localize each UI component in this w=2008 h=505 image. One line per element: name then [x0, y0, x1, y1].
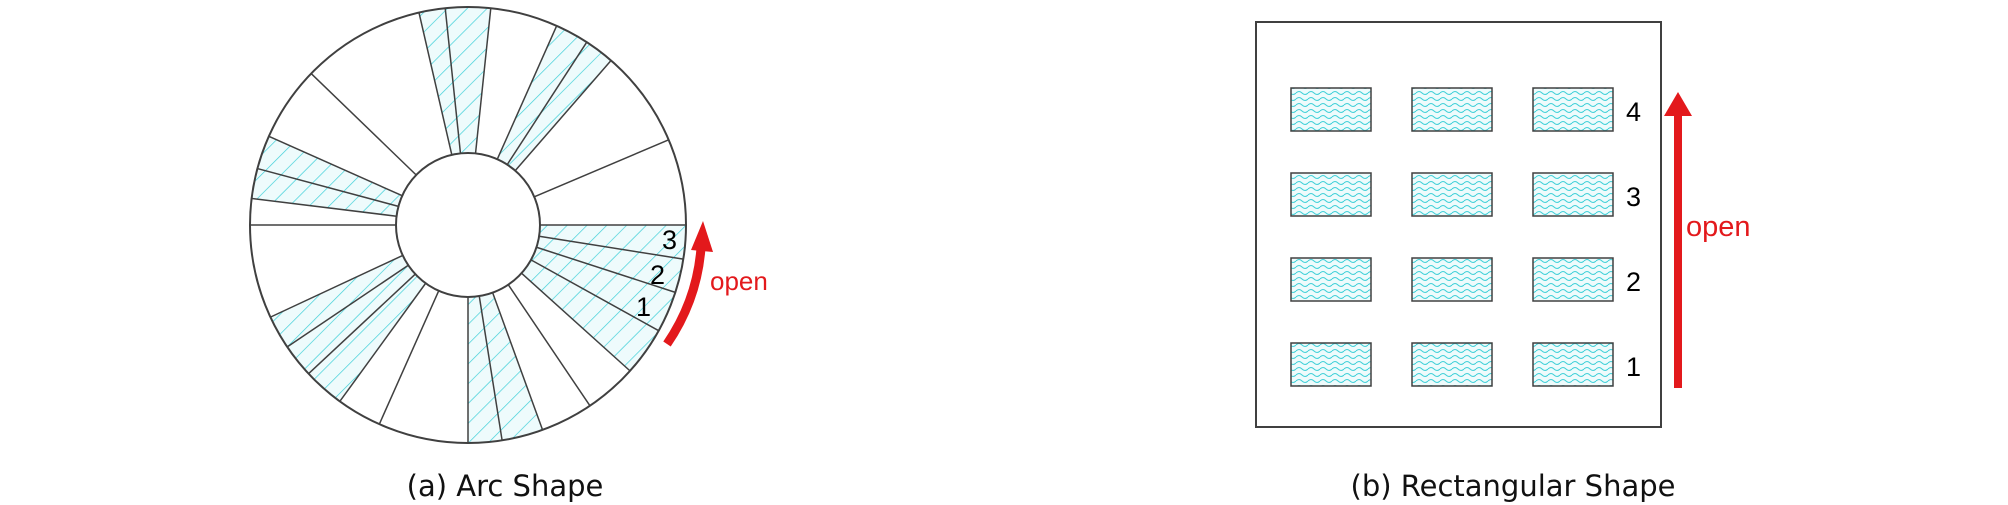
arc-shaded-sector — [251, 136, 403, 217]
arc-divider-line — [514, 59, 612, 172]
rect-cell — [1290, 257, 1372, 302]
arc-shaded-sector — [418, 7, 491, 155]
arc-label-2: 2 — [650, 260, 665, 290]
rect-cell — [1532, 342, 1614, 387]
arc-divider-line — [444, 8, 462, 154]
rect-label-1: 1 — [1626, 352, 1641, 382]
arc-outer-circle — [249, 6, 687, 444]
arc-divider-line — [339, 282, 427, 402]
rect-open-arrow-icon — [1664, 92, 1692, 388]
rect-cell — [1411, 257, 1493, 302]
arc-shaded-sector — [521, 225, 686, 371]
arc-divider-lines — [250, 8, 686, 443]
arc-divider-line — [257, 167, 399, 208]
arc-divider-line — [268, 135, 403, 197]
rect-label-4: 4 — [1626, 97, 1641, 127]
rect-cells — [1290, 87, 1614, 387]
arc-divider-line — [251, 197, 397, 217]
arc-inner-circle — [395, 152, 541, 298]
arc-sectors — [251, 7, 686, 443]
arc-divider-line — [378, 290, 440, 425]
arc-divider-line — [530, 259, 660, 332]
rect-cell — [1411, 342, 1493, 387]
arc-divider-line — [474, 8, 492, 154]
arc-divider-line — [418, 12, 453, 156]
arc-divider-line — [538, 235, 684, 260]
rect-label-3: 3 — [1626, 182, 1641, 212]
arc-shaded-sector — [270, 255, 426, 402]
arc-divider-line — [496, 25, 558, 160]
arc-divider-line — [286, 264, 409, 348]
rect-frame — [1255, 21, 1662, 428]
arc-shaded-sector — [468, 292, 543, 443]
rect-caption: (b) Rectangular Shape — [1351, 469, 1676, 503]
arc-panel: 3 2 1 open (a) Arc Shape — [249, 6, 768, 503]
arc-caption: (a) Arc Shape — [407, 469, 604, 503]
arc-divider-line — [536, 246, 676, 294]
rect-open-label: open — [1686, 211, 1751, 243]
arc-divider-line — [310, 73, 417, 176]
rect-label-2: 2 — [1626, 267, 1641, 297]
arc-divider-line — [308, 273, 416, 375]
rect-cell — [1290, 342, 1372, 387]
rect-cell — [1290, 172, 1372, 217]
arc-divider-line — [533, 139, 669, 198]
arc-divider-line — [491, 292, 544, 431]
arc-divider-line — [270, 254, 404, 318]
arc-divider-line — [521, 272, 631, 372]
arc-shaded-sector — [497, 25, 612, 171]
rect-cell — [1411, 172, 1493, 217]
rect-cell — [1532, 172, 1614, 217]
arc-divider-line — [506, 41, 588, 166]
arc-open-label: open — [710, 266, 768, 296]
arc-open-arrow-icon — [663, 221, 713, 347]
rect-cell — [1411, 87, 1493, 132]
rect-cell — [1532, 257, 1614, 302]
arc-label-3: 3 — [662, 225, 677, 255]
rect-panel: 4 3 2 1 open (b) Rectangular Shape — [1255, 21, 1751, 503]
rect-cell — [1532, 87, 1614, 132]
arc-label-1: 1 — [636, 292, 651, 322]
arc-divider-line — [478, 295, 503, 441]
arc-divider-line — [507, 284, 591, 407]
rect-cell — [1290, 87, 1372, 132]
